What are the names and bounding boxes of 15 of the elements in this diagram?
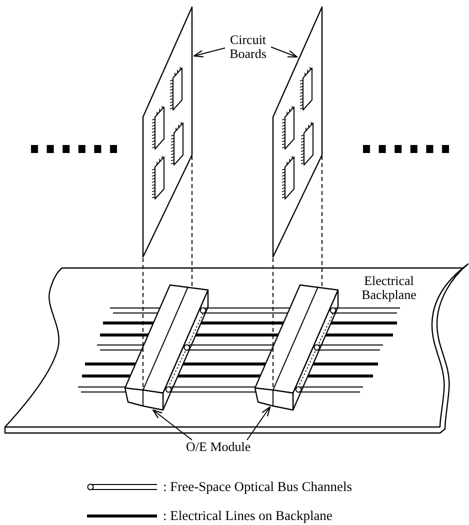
leader-arrow [246,406,271,440]
backplane-label: Electrical Backplane [360,274,418,302]
module-block [124,284,210,412]
circuit-board [141,5,194,260]
module-block [254,284,340,412]
dashed-line [272,258,274,347]
leader-arrow [193,48,226,58]
circuit-board [271,5,324,260]
callout-label: Circuit Boards [225,33,271,61]
leader-arrow [270,46,298,58]
dashed-line [142,258,144,347]
leader-arrow [152,409,192,440]
legend-text: : Electrical Lines on Backplane [163,508,332,523]
callout-label: O/E Module [186,440,251,454]
legend-text: : Free-Space Optical Bus Channels [163,479,352,494]
